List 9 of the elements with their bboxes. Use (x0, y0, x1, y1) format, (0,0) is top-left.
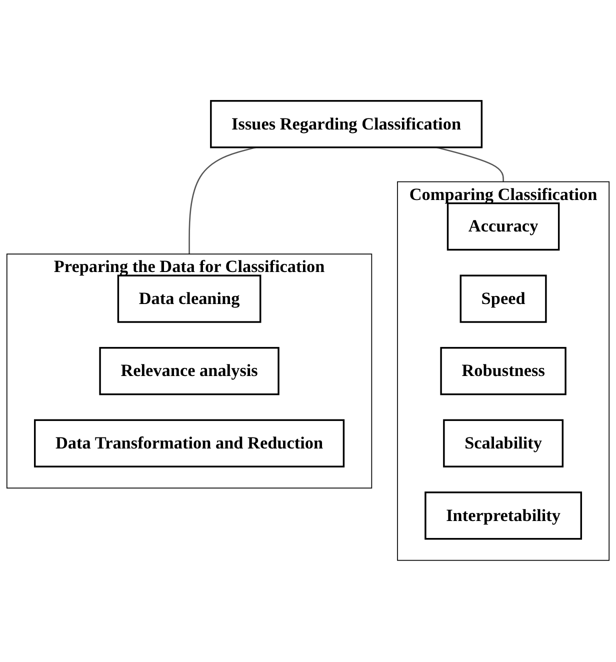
node-box: Data Transformation and Reduction (34, 420, 345, 468)
node-box: Robustness (440, 347, 566, 396)
node-box: Interpretability (424, 492, 582, 540)
node-box: Speed (460, 275, 547, 324)
node-box: Accuracy (446, 202, 560, 251)
node-box: Issues Regarding Classification (210, 100, 483, 149)
node-box: Data cleaning (117, 275, 262, 324)
node-box: Relevance analysis (99, 347, 280, 396)
node-box: Scalability (443, 420, 564, 468)
